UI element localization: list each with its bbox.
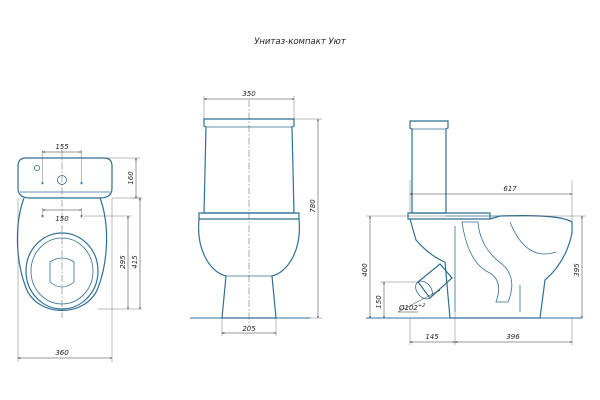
front-view: 350 780 205 — [190, 90, 322, 336]
dim-145-label: 145 — [425, 333, 439, 341]
tank-hole — [34, 165, 40, 171]
dim-outlet-value: Ø102 — [398, 304, 418, 312]
dim-bowl-295-label: 295 — [119, 255, 127, 269]
side-view-trapway — [461, 221, 513, 303]
dim-400-label: 400 — [361, 263, 369, 277]
drawing-title: Унитаз-компакт Уют — [254, 37, 347, 47]
top-view: 155 160 150 295 415 360 — [16, 143, 142, 362]
side-view: 617 400 395 150 Ø102+2 145 396 — [361, 120, 586, 345]
dim-length-label: 617 — [503, 185, 517, 193]
dim-150-label: 150 — [375, 295, 383, 309]
dim-395-label: 395 — [573, 263, 581, 277]
side-view-bowl — [409, 215, 573, 319]
top-view-drain — [49, 257, 75, 288]
dim-tank-width-label: 350 — [242, 90, 256, 98]
dim-bowl-415-label: 415 — [131, 255, 139, 269]
dim-tank-depth-label: 160 — [127, 171, 135, 185]
dim-bowl-holes-label: 150 — [55, 215, 69, 223]
dim-base-width-label: 205 — [242, 325, 256, 333]
side-view-tank — [409, 120, 449, 214]
side-view-outlet — [417, 263, 453, 299]
dim-outlet-tolerance: +2 — [418, 303, 425, 309]
dim-outlet-label: Ø102+2 — [398, 303, 425, 312]
dim-width-label: 360 — [55, 349, 69, 357]
dim-tank-holes-label: 155 — [55, 143, 69, 151]
dim-396-label: 396 — [506, 333, 520, 341]
dim-height-label: 780 — [309, 199, 317, 213]
